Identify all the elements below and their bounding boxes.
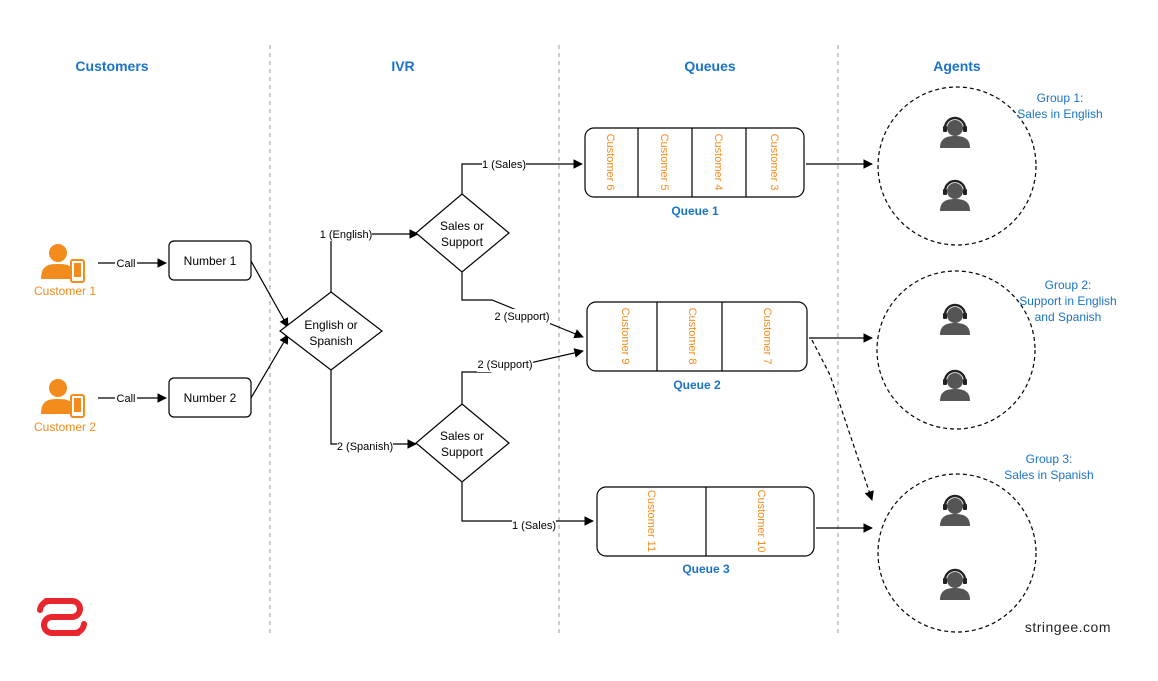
queue-2-name: Queue 2 — [673, 378, 721, 392]
edge-support-top — [461, 272, 584, 339]
queue-1: Customer 6 Customer 5 Customer 4 Custome… — [584, 127, 805, 218]
edge-number2-language — [250, 334, 289, 399]
agent-group-3 — [877, 473, 1037, 633]
queue-1-slot-1: Customer 6 — [604, 134, 616, 191]
queue-3-name: Queue 3 — [682, 562, 730, 576]
queue-2-slot-2: Customer 8 — [686, 308, 698, 365]
edge-queue2-group3 — [811, 339, 874, 501]
language-decision-line1: English or — [304, 318, 357, 332]
queue-2-slot-3: Customer 7 — [761, 308, 773, 365]
call-label-1: Call — [117, 258, 136, 270]
queue-3-slot-2: Customer 10 — [755, 490, 767, 553]
stringee-logo-icon — [37, 597, 87, 637]
edge-english-label: 1 (English) — [320, 229, 373, 241]
customer-icon — [40, 243, 85, 283]
queue-3: Customer 11 Customer 10 Queue 3 — [596, 486, 815, 576]
edge-spanish — [330, 370, 417, 449]
header-customers: Customers — [75, 58, 148, 74]
group-3-line1: Group 3: — [1026, 452, 1073, 466]
sales-support-decision-bottom: Sales or Support — [415, 403, 510, 483]
header-queues: Queues — [684, 58, 736, 74]
header-agents: Agents — [933, 58, 981, 74]
agent-icon — [938, 568, 972, 602]
header-ivr: IVR — [391, 58, 414, 74]
edge-sales-bottom — [461, 482, 594, 526]
sales-support-bottom-line2: Support — [441, 445, 484, 459]
number-2-label: Number 2 — [184, 391, 237, 405]
queue-1-slot-3: Customer 4 — [712, 134, 724, 191]
group-1-line1: Group 1: — [1037, 91, 1084, 105]
agent-group-2 — [876, 270, 1036, 430]
customer-2: Customer 2 — [34, 378, 96, 434]
group-2-line2: Support in English — [1019, 294, 1116, 308]
queue-1-name: Queue 1 — [671, 204, 719, 218]
edge-english — [330, 229, 419, 292]
edge-spanish-label: 2 (Spanish) — [337, 441, 393, 453]
customer-1: Customer 1 — [34, 243, 96, 298]
edge-support-bottom — [461, 348, 584, 404]
group-2-line1: Group 2: — [1045, 278, 1092, 292]
customer-icon — [40, 378, 85, 418]
agent-icon — [938, 369, 972, 403]
edge-support-top-label: 2 (Support) — [494, 311, 549, 323]
edge-sales-bottom-label: 1 (Sales) — [512, 520, 556, 532]
number-1-box: Number 1 — [168, 240, 252, 281]
number-1-label: Number 1 — [184, 254, 237, 268]
sales-support-top-line2: Support — [441, 235, 484, 249]
agent-group-1 — [877, 86, 1037, 246]
customer-1-label: Customer 1 — [34, 284, 96, 298]
edge-sales-top-label: 1 (Sales) — [482, 159, 526, 171]
sales-support-bottom-line1: Sales or — [440, 429, 484, 443]
group-1-line2: Sales in English — [1017, 107, 1102, 121]
language-decision-line2: Spanish — [309, 334, 352, 348]
group-3-line2: Sales in Spanish — [1004, 468, 1093, 482]
edge-number1-language — [250, 260, 289, 328]
queue-1-slot-2: Customer 5 — [658, 134, 670, 191]
group-2-line3: and Spanish — [1035, 310, 1102, 324]
sales-support-decision-top: Sales or Support — [415, 193, 510, 273]
customer-2-label: Customer 2 — [34, 420, 96, 434]
queue-2: Customer 9 Customer 8 Customer 7 Queue 2 — [586, 301, 808, 392]
brand-text: stringee.com — [1025, 619, 1111, 635]
language-decision: English or Spanish — [279, 291, 383, 371]
agent-icon — [938, 179, 972, 213]
queue-3-slot-1: Customer 11 — [645, 490, 657, 552]
queue-1-slot-4: Customer 3 — [768, 134, 780, 191]
queue-2-slot-1: Customer 9 — [619, 308, 631, 365]
edge-sales-top — [461, 159, 583, 194]
edge-support-bottom-label: 2 (Support) — [477, 359, 532, 371]
agent-icon — [938, 494, 972, 528]
sales-support-top-line1: Sales or — [440, 219, 484, 233]
number-2-box: Number 2 — [168, 377, 252, 418]
agent-icon — [938, 116, 972, 150]
call-label-2: Call — [117, 393, 136, 405]
agent-icon — [938, 303, 972, 337]
